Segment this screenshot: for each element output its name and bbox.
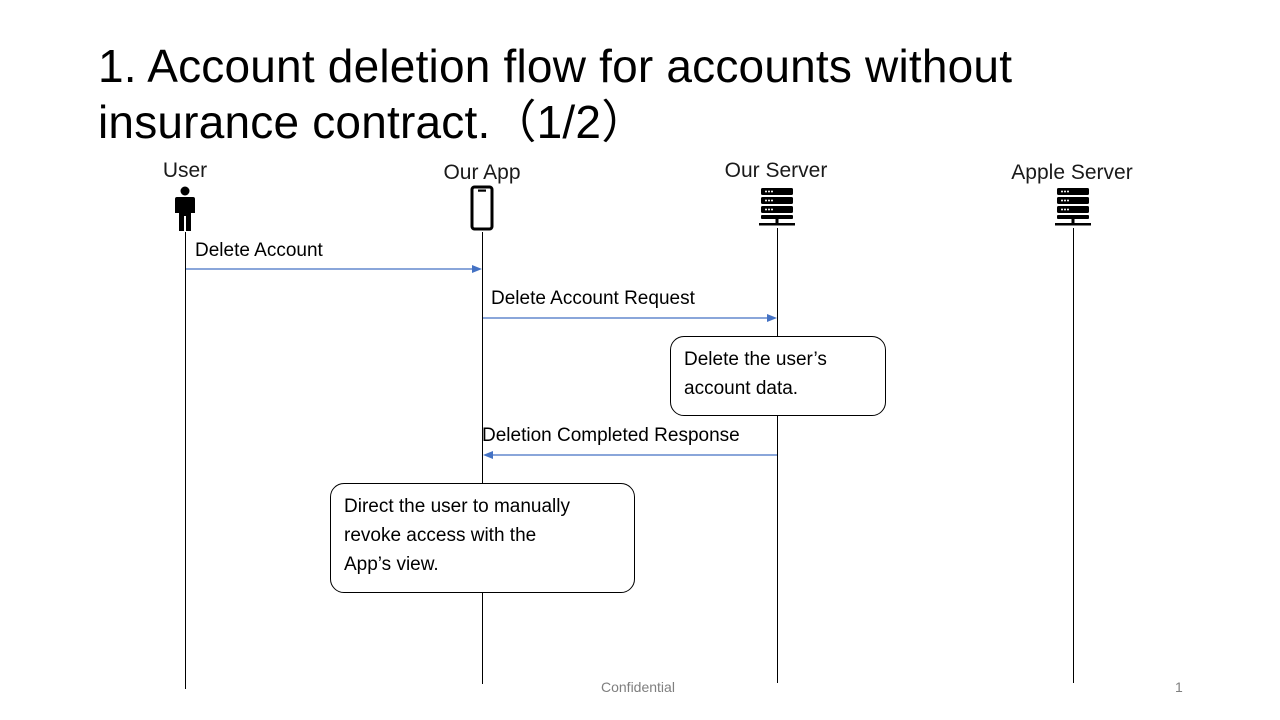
note-delete-account-data: Delete the user’s account data.: [670, 336, 886, 416]
note-line: account data.: [684, 378, 799, 399]
smartphone-icon: [470, 185, 494, 231]
message-label-delete-account: Delete Account: [195, 240, 323, 261]
server-icon: [1055, 188, 1091, 226]
slide-title: 1. Account deletion flow for accounts wi…: [98, 40, 1013, 148]
server-icon: [759, 188, 795, 226]
lifeline-our-server: [777, 228, 778, 683]
note-line: Delete the user’s: [684, 349, 827, 370]
actor-label-apple-server: Apple Server: [1011, 161, 1133, 184]
note-direct-user-revoke-access: Direct the user to manually revoke acces…: [330, 483, 635, 593]
note-line: App’s view.: [344, 554, 439, 575]
message-label-delete-account-request: Delete Account Request: [491, 288, 695, 309]
lifeline-user: [185, 232, 186, 689]
arrow-delete-account: [186, 265, 482, 273]
note-line: revoke access with the: [344, 525, 537, 546]
message-label-deletion-completed-response: Deletion Completed Response: [482, 425, 740, 446]
page-number: 1: [1175, 679, 1183, 695]
actor-label-our-server: Our Server: [724, 159, 828, 182]
footer-confidential: Confidential: [601, 679, 675, 695]
actor-label-user: User: [162, 159, 208, 182]
person-icon: [175, 186, 195, 231]
lifeline-our-app: [482, 232, 483, 684]
arrow-delete-account-request: [483, 314, 777, 322]
arrow-deletion-completed-response: [483, 451, 777, 459]
note-line: Direct the user to manually: [344, 496, 570, 517]
lifeline-apple-server: [1073, 228, 1074, 683]
actor-label-our-app: Our App: [443, 161, 521, 184]
